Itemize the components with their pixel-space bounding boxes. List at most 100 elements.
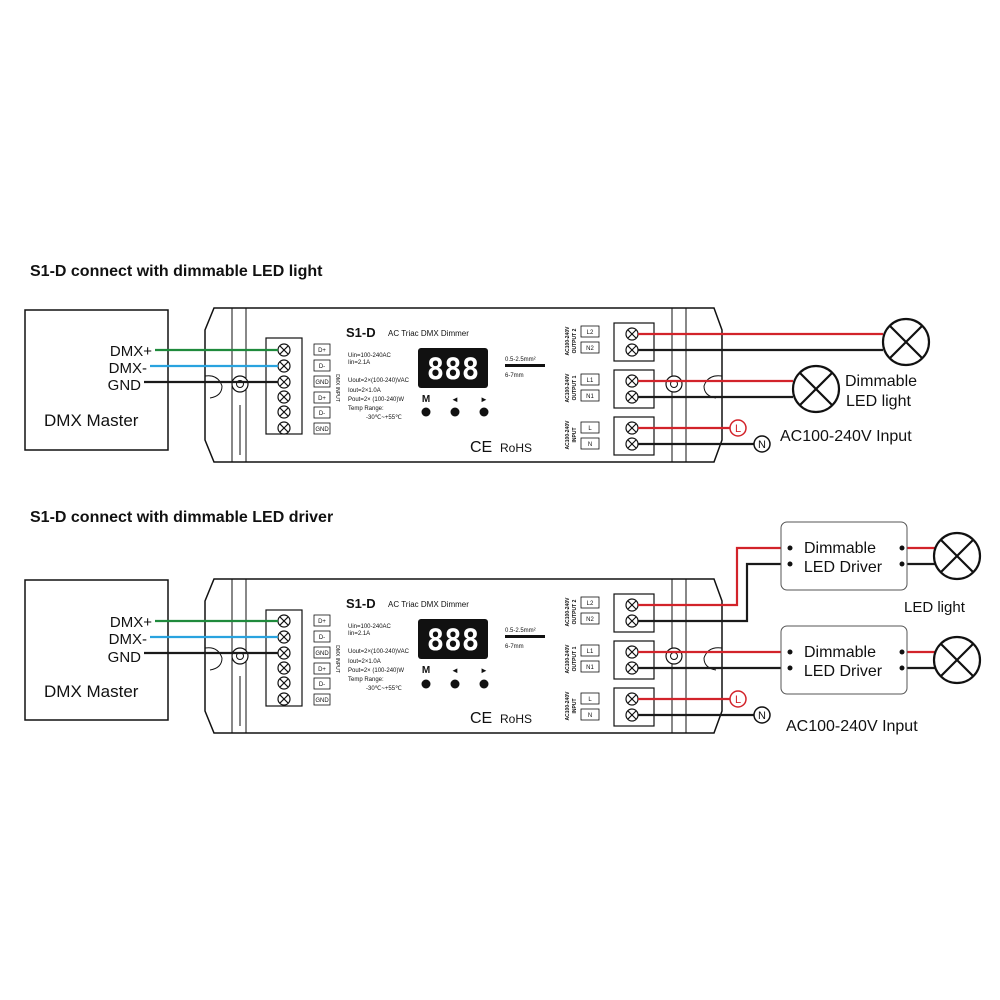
- dmx-master-label: DMX Master: [44, 411, 139, 430]
- spec-line: -30℃~+55℃: [366, 686, 402, 692]
- terminal-label: L: [588, 697, 592, 703]
- load-label: Dimmable: [845, 373, 917, 390]
- driver-label: Dimmable: [804, 540, 876, 557]
- diagram-led-light: S1-D connect with dimmable LED light DMX…: [24, 263, 931, 463]
- live-label: L: [735, 694, 741, 706]
- input-label: INPUT: [572, 428, 578, 443]
- output1-label: OUTPUT 1: [572, 375, 578, 400]
- spec-line: Pout=2× (100-240)W: [348, 397, 404, 403]
- dimmer-device: D+ D- GND D+ D- GND DMX INPUT S1-D AC Tr…: [204, 307, 723, 463]
- led-driver-1: Dimmable LED Driver: [780, 625, 908, 695]
- right-button[interactable]: [479, 407, 489, 417]
- dmx-minus-label: DMX-: [109, 360, 147, 377]
- rohs-mark: RoHS: [500, 712, 532, 726]
- terminal-label: L1: [587, 378, 594, 384]
- spec-line: Iin=2.1A: [348, 360, 370, 366]
- device-subtitle: AC Triac DMX Dimmer: [388, 329, 469, 338]
- driver-label: LED Driver: [804, 663, 883, 680]
- terminal-label: N: [588, 442, 592, 448]
- led-light-label: LED light: [904, 599, 966, 616]
- spec-line: Temp Range:: [348, 406, 384, 412]
- phase-markers: L N: [729, 690, 771, 724]
- display-digits: 888: [427, 623, 479, 657]
- input-label: AC100-240V: [565, 420, 571, 450]
- left-button[interactable]: [450, 679, 460, 689]
- wiring: [144, 332, 883, 446]
- output2-label: OUTPUT 2: [572, 599, 578, 624]
- right-button[interactable]: [479, 679, 489, 689]
- strip-length-label: 6-7mm: [505, 373, 524, 379]
- terminal-label: D+: [318, 396, 326, 402]
- spec-line: Temp Range:: [348, 677, 384, 683]
- seven-segment-display: [418, 348, 488, 388]
- spec-line: Uout=2×(100-240)VAC: [348, 649, 410, 655]
- seven-segment-display: [418, 619, 488, 659]
- wire-strip-icon: [505, 364, 515, 367]
- terminal-label: L1: [587, 649, 594, 655]
- dmx-terminal-labels: D+ D- GND D+ D- GND DMX INPUT: [313, 343, 340, 435]
- neutral-marker: [753, 435, 771, 453]
- terminal-label: N: [588, 713, 592, 719]
- output2-label: AC100-240V: [565, 326, 571, 356]
- neutral-label: N: [758, 439, 766, 451]
- wire-strip-icon: [505, 635, 515, 638]
- terminal-label: N2: [586, 617, 594, 623]
- led-light-icon: [881, 317, 931, 367]
- input-label: INPUT: [572, 699, 578, 714]
- left-button-label: ◄: [451, 666, 459, 675]
- diagram-led-driver: S1-D connect with dimmable LED driver DM…: [24, 509, 982, 735]
- terminal-label: D-: [319, 364, 325, 370]
- led-light-icon: [932, 635, 982, 685]
- live-label: L: [735, 423, 741, 435]
- right-button-label: ►: [480, 666, 488, 675]
- rohs-mark: RoHS: [500, 441, 532, 455]
- spec-line: Pout=2× (100-240)W: [348, 668, 404, 674]
- terminal-label: L: [588, 426, 592, 432]
- output1-label: AC100-240V: [565, 373, 571, 403]
- load-label: LED light: [846, 393, 911, 410]
- live-marker: [729, 690, 747, 708]
- terminal-label: D+: [318, 348, 326, 354]
- output2-label: AC100-240V: [565, 597, 571, 627]
- led-driver-2: Dimmable LED Driver: [780, 521, 908, 591]
- terminal-label: D-: [319, 411, 325, 417]
- gnd-label: GND: [108, 649, 142, 666]
- mode-button[interactable]: [421, 679, 431, 689]
- dmx-master-label: DMX Master: [44, 682, 139, 701]
- terminal-label: GND: [315, 427, 329, 433]
- terminal-label: N1: [586, 665, 594, 671]
- wiring: [144, 546, 936, 717]
- spec-line: Iout=2×1.0A: [348, 388, 381, 394]
- spec-line: Uout=2×(100-240)VAC: [348, 378, 410, 384]
- live-marker: [729, 419, 747, 437]
- driver-label: LED Driver: [804, 559, 883, 576]
- gnd-label: GND: [108, 377, 142, 394]
- right-button-label: ►: [480, 395, 488, 404]
- spec-line: Uin=100-240AC: [348, 353, 392, 359]
- terminal-label: D+: [318, 667, 326, 673]
- dmx-input-label: DMX INPUT: [334, 374, 340, 402]
- input-voltage-label: AC100-240V Input: [786, 718, 918, 735]
- terminal-label: GND: [315, 698, 329, 704]
- dmx-master: DMX+ DMX- GND DMX Master: [24, 309, 169, 451]
- dmx-input-label: DMX INPUT: [334, 645, 340, 673]
- ce-mark: CE: [470, 710, 492, 727]
- dmx-terminal-labels: D+ D- GND D+ D- GND DMX INPUT: [313, 614, 340, 706]
- wire-gauge-label: 0.5-2.5mm²: [505, 628, 536, 634]
- mode-button-label: M: [422, 665, 430, 676]
- mode-button[interactable]: [421, 407, 431, 417]
- dmx-minus-label: DMX-: [109, 631, 147, 648]
- terminal-label: N2: [586, 346, 594, 352]
- diagram-title: S1-D connect with dimmable LED driver: [30, 509, 333, 526]
- left-button[interactable]: [450, 407, 460, 417]
- spec-line: Iin=2.1A: [348, 631, 370, 637]
- dmx-plus-label: DMX+: [110, 614, 152, 631]
- phase-markers: L N: [729, 419, 771, 453]
- terminal-label: D-: [319, 682, 325, 688]
- device-subtitle: AC Triac DMX Dimmer: [388, 600, 469, 609]
- input-voltage-label: AC100-240V Input: [780, 428, 912, 445]
- spec-line: Uin=100-240AC: [348, 624, 392, 630]
- terminal-label: N1: [586, 394, 594, 400]
- neutral-label: N: [758, 710, 766, 722]
